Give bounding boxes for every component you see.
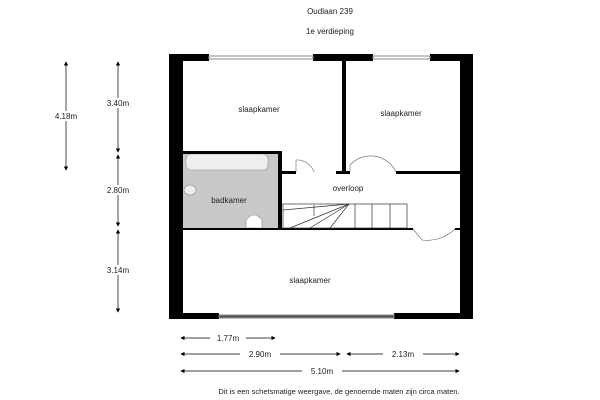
- dim-4-18: 4.18m: [55, 112, 78, 121]
- dim-5-10: 5.10m: [311, 367, 334, 376]
- dim-2-80: 2.80m: [107, 186, 130, 195]
- disclaimer: Dit is een schetsmatige weergave, de gen…: [218, 387, 459, 396]
- room-label-bedroom-top-left: slaapkamer: [238, 105, 280, 114]
- windows: [208, 55, 431, 319]
- sink: [183, 184, 197, 196]
- room-label-bedroom-bottom: slaapkamer: [289, 276, 331, 285]
- dim-3-40: 3.40m: [107, 99, 130, 108]
- floor-title: 1e verdieping: [306, 27, 354, 36]
- bathtub: [185, 153, 269, 171]
- staircase: [282, 203, 408, 229]
- dim-1-77: 1.77m: [217, 334, 240, 343]
- room-label-bedroom-top-right: slaapkamer: [380, 109, 422, 118]
- toilet: [245, 214, 263, 229]
- dim-2-13: 2.13m: [392, 350, 415, 359]
- walls: [169, 54, 473, 319]
- address-title: Oudlaan 239: [307, 7, 353, 16]
- room-label-bathroom: badkamer: [211, 196, 247, 205]
- room-label-landing: overloop: [333, 184, 364, 193]
- dim-3-14: 3.14m: [107, 266, 130, 275]
- doors: [295, 155, 456, 241]
- dim-2-90: 2.90m: [249, 350, 272, 359]
